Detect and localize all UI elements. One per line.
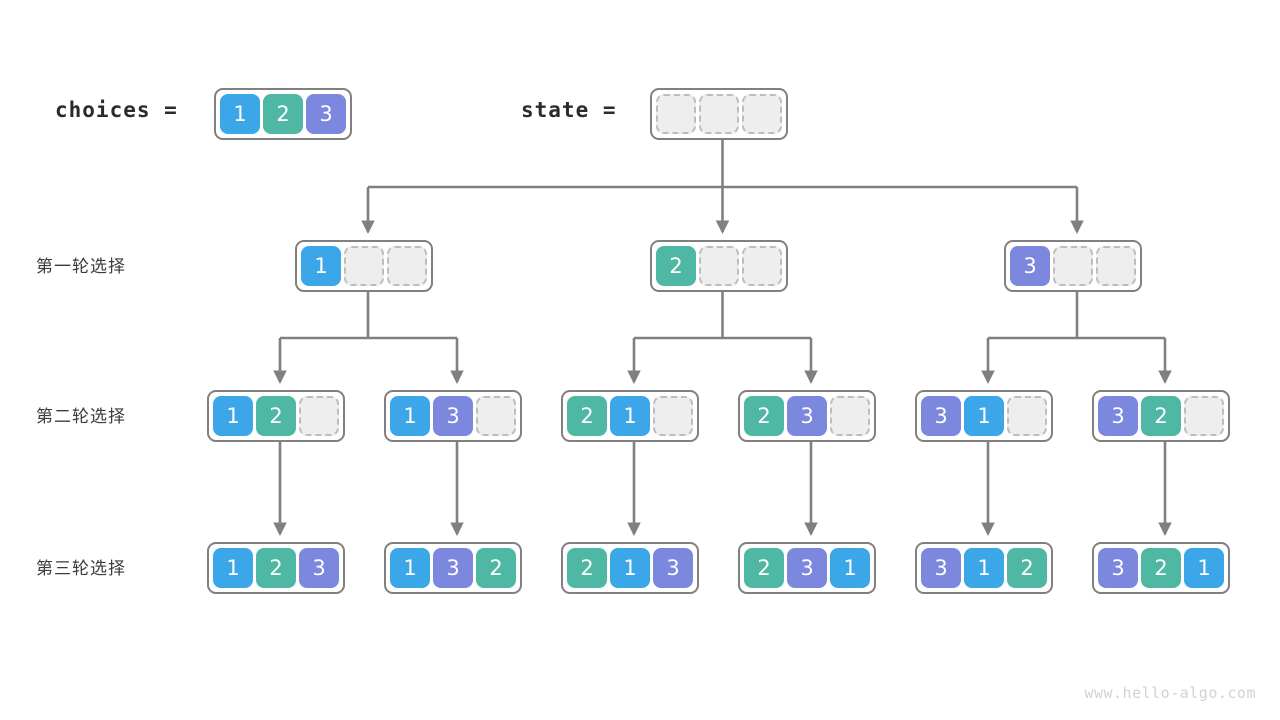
array-cell: 2 (567, 396, 607, 436)
array-cell: 1 (213, 396, 253, 436)
array-cell-empty (344, 246, 384, 286)
array-cell: 3 (1098, 396, 1138, 436)
array-cell: 3 (433, 548, 473, 588)
array-cell: 3 (433, 396, 473, 436)
array-cell-empty (656, 94, 696, 134)
tree-node-r1-n2: 2 (650, 240, 788, 292)
tree-node-r2-n1: 1 2 (207, 390, 345, 442)
tree-node-r2-n4: 2 3 (738, 390, 876, 442)
array-cell-empty (387, 246, 427, 286)
tree-node-r2-n3: 2 1 (561, 390, 699, 442)
array-cell-empty (1096, 246, 1136, 286)
array-cell: 2 (256, 396, 296, 436)
tree-node-r3-n1: 1 2 3 (207, 542, 345, 594)
array-cell: 1 (213, 548, 253, 588)
choices-array-node: 1 2 3 (214, 88, 352, 140)
array-cell: 2 (656, 246, 696, 286)
array-cell: 2 (744, 548, 784, 588)
array-cell: 2 (263, 94, 303, 134)
array-cell: 3 (306, 94, 346, 134)
row-label-round-2: 第二轮选择 (36, 407, 126, 427)
tree-node-r3-n3: 2 1 3 (561, 542, 699, 594)
tree-node-r1-n1: 1 (295, 240, 433, 292)
array-cell: 2 (256, 548, 296, 588)
tree-node-r2-n6: 3 2 (1092, 390, 1230, 442)
array-cell: 1 (964, 548, 1004, 588)
tree-node-r2-n2: 1 3 (384, 390, 522, 442)
array-cell: 1 (390, 548, 430, 588)
array-cell: 2 (1141, 396, 1181, 436)
array-cell-empty (1053, 246, 1093, 286)
array-cell: 2 (1007, 548, 1047, 588)
array-cell: 1 (1184, 548, 1224, 588)
array-cell-empty (299, 396, 339, 436)
array-cell: 3 (653, 548, 693, 588)
array-cell-empty (830, 396, 870, 436)
array-cell: 1 (964, 396, 1004, 436)
array-cell: 2 (744, 396, 784, 436)
array-cell: 3 (1098, 548, 1138, 588)
array-cell-empty (1184, 396, 1224, 436)
tree-node-r3-n2: 1 3 2 (384, 542, 522, 594)
array-cell: 3 (787, 396, 827, 436)
array-cell-empty (653, 396, 693, 436)
array-cell: 1 (610, 548, 650, 588)
choices-label: choices = (55, 98, 178, 122)
array-cell: 2 (567, 548, 607, 588)
array-cell-empty (742, 94, 782, 134)
row-label-round-3: 第三轮选择 (36, 559, 126, 579)
array-cell-empty (699, 246, 739, 286)
array-cell: 1 (301, 246, 341, 286)
array-cell: 1 (610, 396, 650, 436)
tree-node-r3-n6: 3 2 1 (1092, 542, 1230, 594)
array-cell: 3 (921, 396, 961, 436)
array-cell-empty (742, 246, 782, 286)
site-watermark: www.hello-algo.com (1084, 684, 1256, 702)
array-cell: 2 (1141, 548, 1181, 588)
tree-node-r1-n3: 3 (1004, 240, 1142, 292)
array-cell: 2 (476, 548, 516, 588)
array-cell: 3 (921, 548, 961, 588)
array-cell: 1 (830, 548, 870, 588)
array-cell: 1 (220, 94, 260, 134)
tree-node-r3-n4: 2 3 1 (738, 542, 876, 594)
state-label: state = (521, 98, 617, 122)
array-cell-empty (476, 396, 516, 436)
row-label-round-1: 第一轮选择 (36, 257, 126, 277)
array-cell-empty (699, 94, 739, 134)
array-cell: 3 (299, 548, 339, 588)
state-array-node (650, 88, 788, 140)
tree-node-r3-n5: 3 1 2 (915, 542, 1053, 594)
array-cell-empty (1007, 396, 1047, 436)
tree-node-r2-n5: 3 1 (915, 390, 1053, 442)
array-cell: 3 (787, 548, 827, 588)
array-cell: 1 (390, 396, 430, 436)
array-cell: 3 (1010, 246, 1050, 286)
